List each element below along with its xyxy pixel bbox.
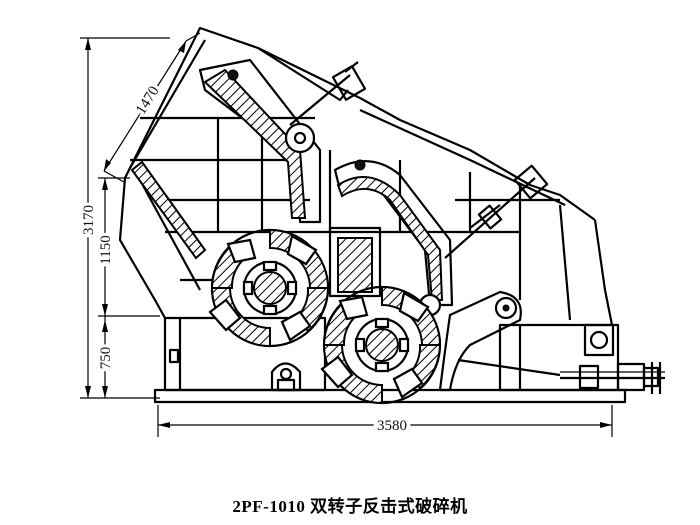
suspension-rods (289, 61, 549, 259)
dim-overall-height: 3170 (81, 205, 97, 235)
figure-caption: 2PF-1010 双转子反击式破碎机 (232, 497, 468, 516)
dim-overall-length: 3580 (377, 418, 407, 434)
adjusting-screw (457, 358, 665, 394)
first-rotor (208, 228, 330, 348)
bearing-support (270, 362, 302, 392)
dim-upper-height: 1150 (98, 235, 114, 264)
dimension-lines (80, 32, 613, 437)
center-separator (328, 226, 382, 298)
second-rotor (320, 285, 442, 405)
adjustment-arm (438, 290, 522, 392)
first-impact-plate (198, 58, 322, 224)
dim-lower-height: 750 (98, 347, 114, 370)
crusher-housing (118, 26, 614, 326)
